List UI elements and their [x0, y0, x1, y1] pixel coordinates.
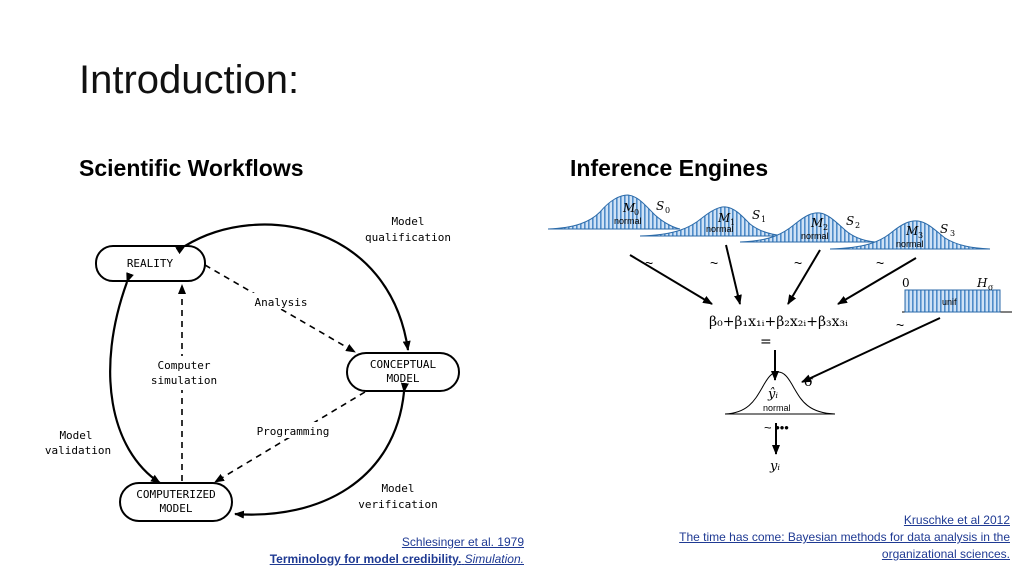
programming-arrow: [214, 391, 366, 483]
svg-text:3: 3: [950, 229, 955, 238]
svg-text:S: S: [656, 199, 664, 213]
computer-label-line1: Computer: [158, 359, 211, 372]
svg-text:M: M: [717, 211, 731, 225]
tilde-1: ~: [710, 255, 718, 271]
programming-label: Programming: [257, 425, 330, 438]
verification-label-line2: verification: [358, 498, 437, 511]
svg-text:2: 2: [823, 223, 828, 232]
svg-text:ŷᵢ: ŷᵢ: [767, 387, 778, 402]
cite-left-line1[interactable]: Schlesinger et al. 1979: [401, 535, 524, 549]
svg-text:normal: normal: [763, 403, 791, 413]
tilde-3: ~: [876, 255, 884, 271]
analysis-label: Analysis: [255, 296, 308, 309]
computerized-label-line2: MODEL: [159, 502, 192, 515]
svg-text:S: S: [752, 208, 760, 222]
cite-right-line1[interactable]: Kruschke et al 2012: [903, 513, 1010, 527]
observed-y: yᵢ: [769, 459, 780, 474]
conceptual-label-line1: CONCEPTUAL: [370, 358, 437, 371]
validation-label-line2: validation: [45, 444, 111, 457]
computer-label-line2: simulation: [151, 374, 217, 387]
uniform-prior: 0 unif H σ: [902, 276, 1012, 313]
verification-label-line1: Model: [381, 482, 414, 495]
analysis-arrow: [204, 264, 356, 353]
tilde-2: ~: [794, 255, 802, 271]
equals-sign: =: [760, 334, 772, 350]
scientific-workflows-heading: Scientific Workflows: [79, 155, 304, 181]
svg-text:0: 0: [902, 276, 910, 290]
qualification-label-line2: qualification: [365, 231, 451, 244]
prior-curve-3: M 3 normal S 3: [829, 220, 991, 250]
svg-text:1: 1: [761, 215, 766, 224]
computerized-label-line1: COMPUTERIZED: [136, 488, 215, 501]
prior-curve-0: M 0 normal S 0: [547, 194, 681, 230]
svg-text:H: H: [976, 276, 988, 290]
conceptual-label-line2: MODEL: [386, 372, 419, 385]
conceptual-model-node: CONCEPTUAL MODEL: [346, 352, 460, 392]
computerized-model-node: COMPUTERIZED MODEL: [119, 482, 233, 522]
svg-text:S: S: [940, 222, 948, 236]
likelihood-curve: ŷᵢ normal: [724, 371, 836, 415]
prior-curve-2: M 2 normal S 2: [739, 212, 876, 243]
svg-text:normal: normal: [706, 224, 734, 234]
inference-diagram: M 0 normal S 0 M 1 normal S 1 M 2 normal…: [547, 194, 1012, 474]
inference-engines-heading: Inference Engines: [570, 155, 769, 181]
validation-arrow: [109, 272, 161, 484]
svg-text:M: M: [905, 224, 919, 238]
svg-text:M: M: [810, 216, 824, 230]
svg-text:2: 2: [855, 221, 860, 230]
validation-label-line1: Model: [59, 429, 92, 442]
svg-text:S: S: [846, 214, 854, 228]
svg-text:0: 0: [634, 208, 639, 217]
tilde-sigma: ~: [896, 317, 904, 333]
prior-curve-1: M 1 normal S 1: [639, 206, 786, 237]
svg-text:1: 1: [730, 218, 735, 227]
tilde-0: ~: [645, 255, 653, 271]
kruschke-citation[interactable]: Kruschke et al 2012 The time has come: B…: [650, 512, 1010, 563]
svg-text:normal: normal: [801, 231, 829, 241]
svg-text:normal: normal: [614, 216, 642, 226]
slide-title: Introduction:: [79, 58, 300, 102]
svg-text:M: M: [622, 201, 636, 215]
qualification-arrow: [175, 223, 411, 351]
linear-predictor-equation: β₀+β₁x₁ᵢ+β₂x₂ᵢ+β₃x₃ᵢ: [709, 314, 848, 330]
svg-text:unif: unif: [942, 297, 957, 307]
schlesinger-citation[interactable]: Schlesinger et al. 1979 Terminology for …: [270, 534, 524, 568]
verification-arrow: [234, 382, 409, 519]
reality-node: REALITY: [95, 245, 206, 282]
cite-right-line2[interactable]: The time has come: Bayesian methods for …: [679, 530, 1010, 561]
sigma-label: σ: [804, 374, 814, 390]
cite-left-line2[interactable]: Terminology for model credibility. Simul…: [269, 552, 524, 566]
reality-label: REALITY: [127, 257, 174, 270]
svg-text:0: 0: [665, 206, 670, 215]
workflow-diagram: REALITY CONCEPTUAL MODEL COMPUTERIZED MO…: [45, 215, 460, 522]
svg-text:σ: σ: [988, 283, 994, 292]
svg-text:3: 3: [918, 231, 923, 240]
qualification-label-line1: Model: [391, 215, 424, 228]
svg-text:normal: normal: [896, 239, 924, 249]
